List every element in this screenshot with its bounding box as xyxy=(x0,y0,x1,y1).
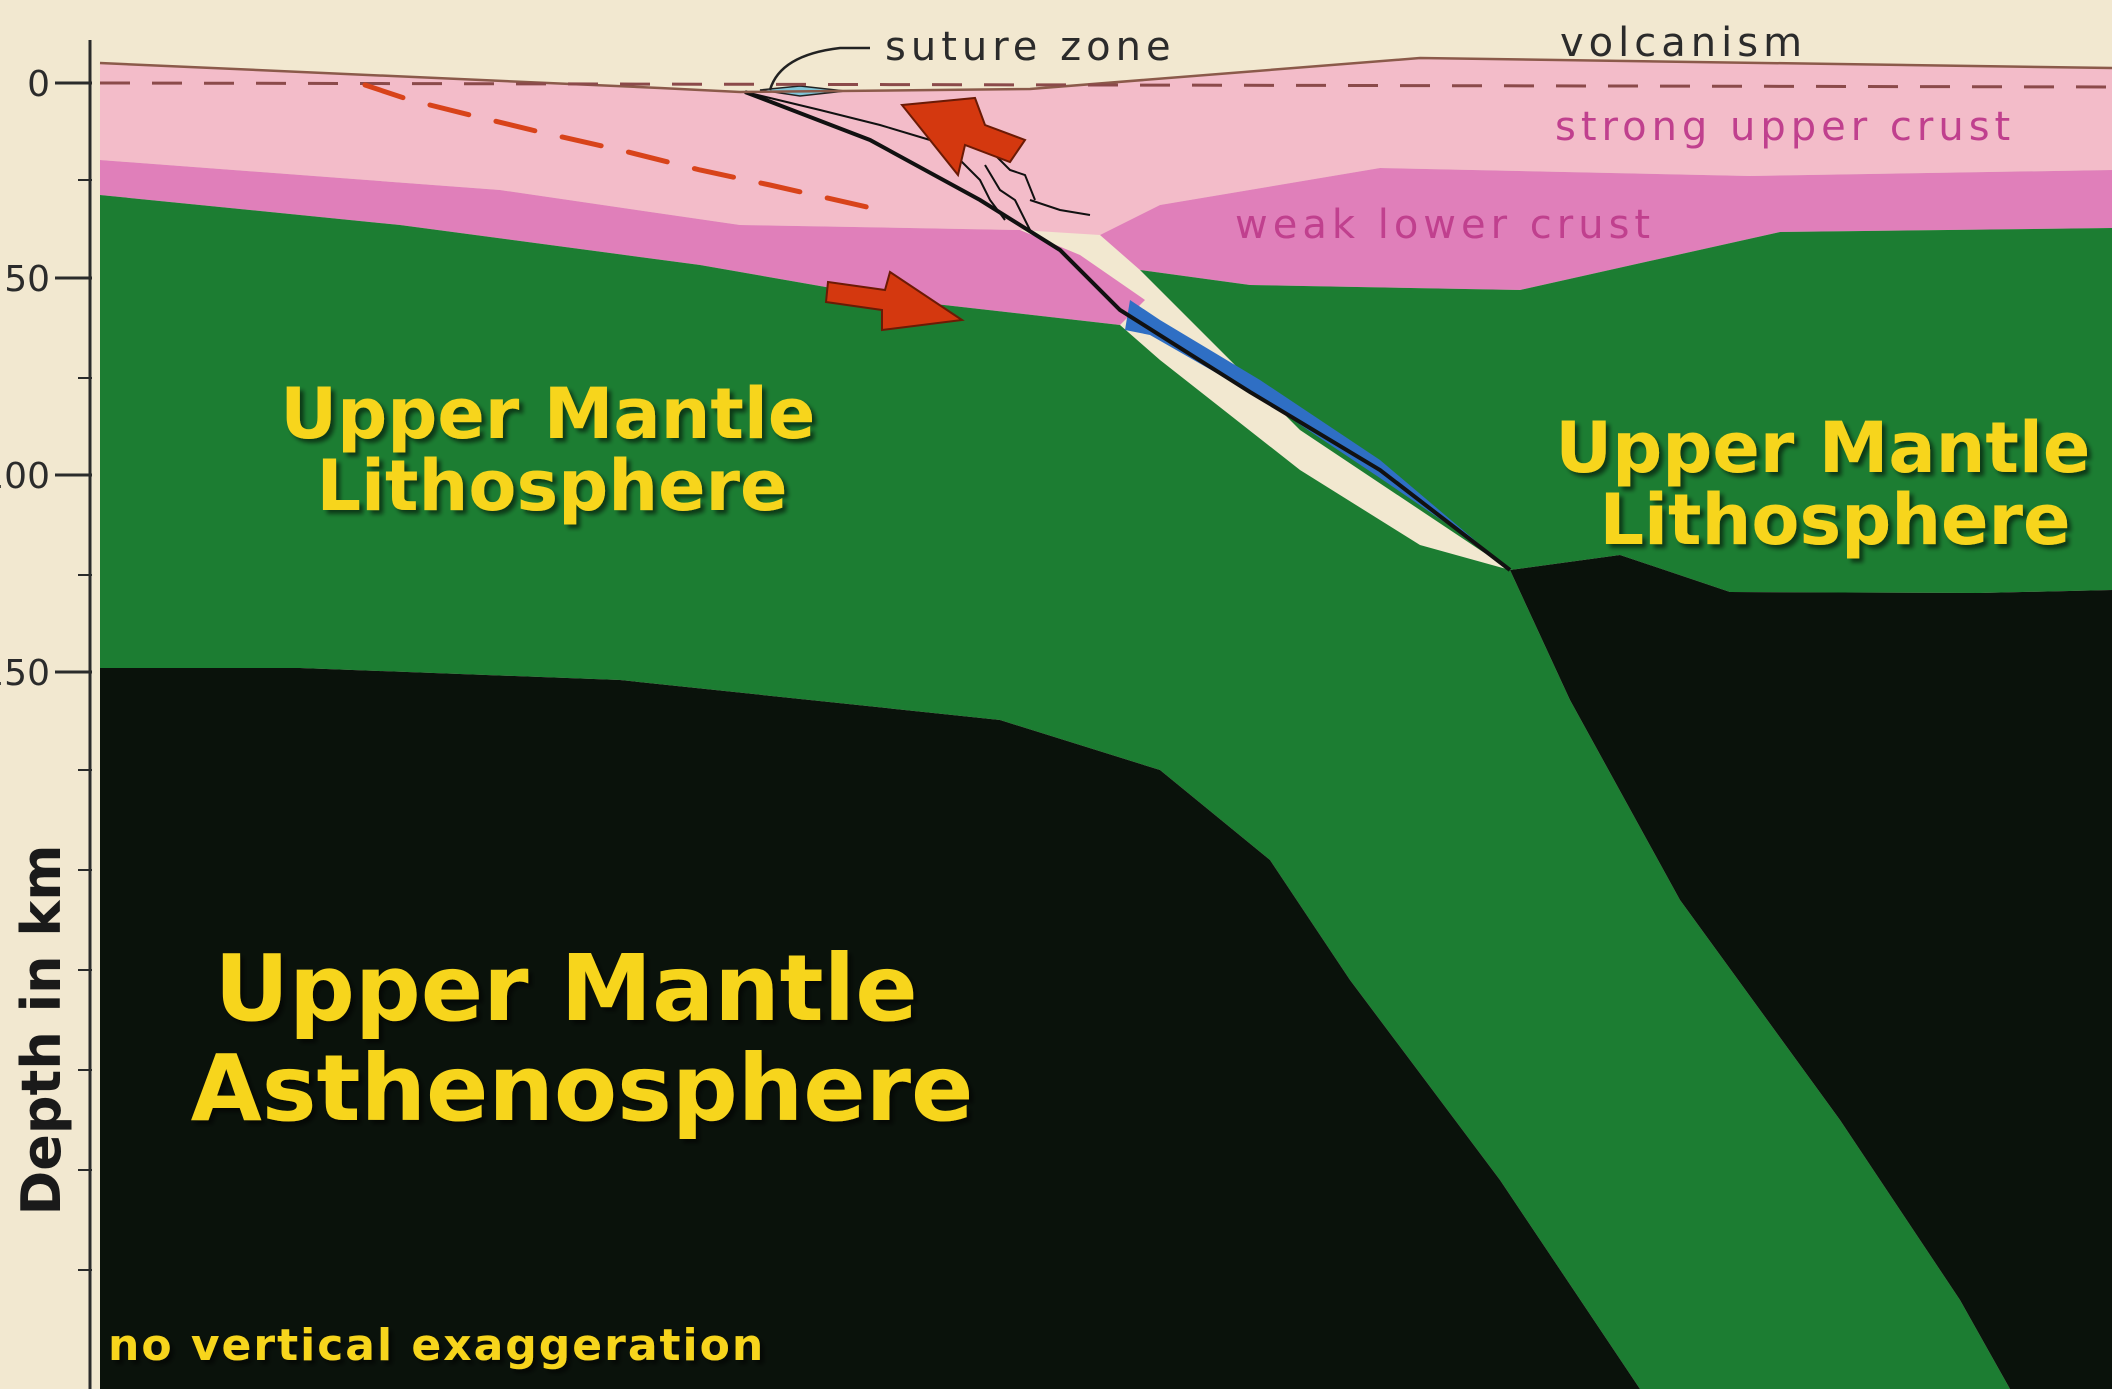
tick-label-150: 150 xyxy=(0,653,50,694)
upper-mantle-lithosphere-right-label: Upper Mantle Lithosphere xyxy=(1555,407,2112,561)
strong-upper-crust-label: strong upper crust xyxy=(1555,104,2015,150)
lithosphere-right-line-1: Upper Mantle xyxy=(1555,407,2090,489)
depth-axis-title: Depth in km xyxy=(10,844,73,1215)
lithosphere-right-line-2: Lithosphere xyxy=(1599,479,2070,561)
lithosphere-left-line-2: Lithosphere xyxy=(316,445,787,527)
asthenosphere-line-1: Upper Mantle xyxy=(214,935,917,1042)
asthenosphere-line-2: Asthenosphere xyxy=(191,1035,974,1142)
tick-label-50: 50 xyxy=(4,259,50,300)
upper-mantle-asthenosphere-label: Upper Mantle Asthenosphere xyxy=(191,935,974,1142)
volcanism-label: volcanism xyxy=(1560,20,1807,66)
upper-mantle-lithosphere-left-label: Upper Mantle Lithosphere xyxy=(280,373,839,527)
tick-label-0: 0 xyxy=(27,64,50,105)
no-vertical-exaggeration-label: no vertical exaggeration xyxy=(108,1320,765,1371)
weak-lower-crust-label: weak lower crust xyxy=(1235,202,1655,248)
lithosphere-left-line-1: Upper Mantle xyxy=(280,373,815,455)
suture-zone-label: suture zone xyxy=(885,24,1176,70)
tick-label-100: 100 xyxy=(0,456,50,497)
